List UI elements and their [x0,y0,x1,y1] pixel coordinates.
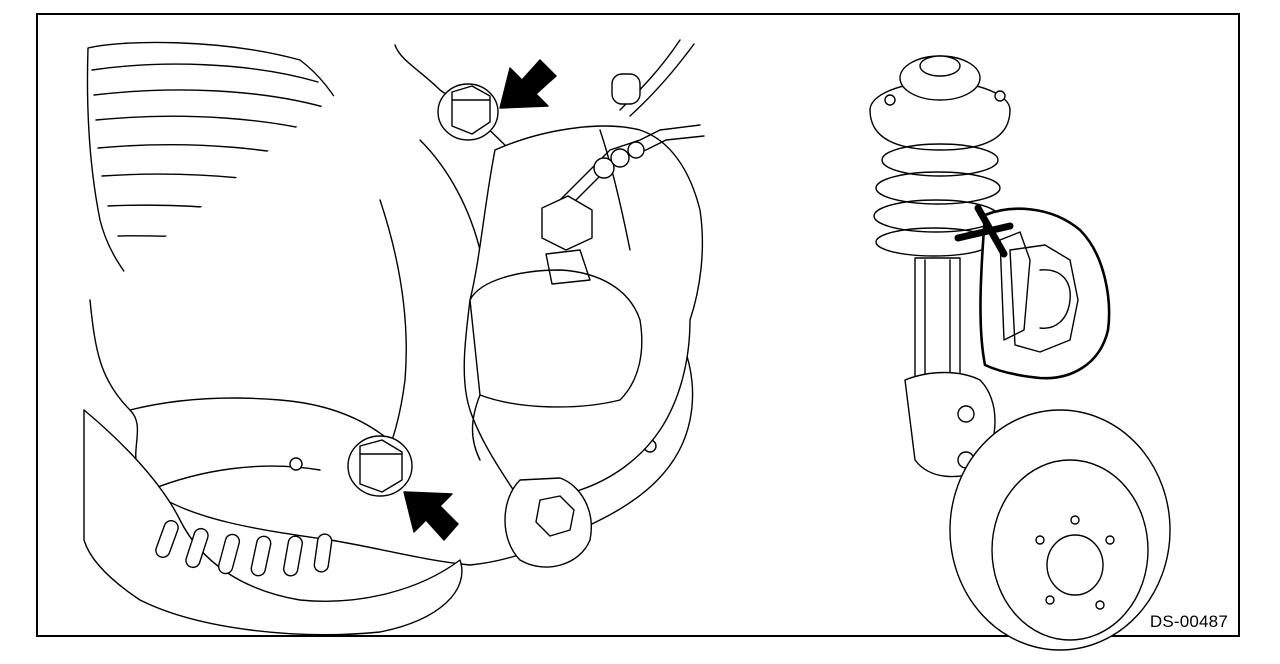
coil-spring [874,144,1000,256]
brake-caliper [464,40,704,567]
caliper-bolt-lower [348,436,412,496]
strut-knuckle [905,373,995,477]
strut-assembly-view [870,56,1170,650]
caliper-bolt-upper [438,84,498,140]
dust-shield [84,410,462,635]
filled-arrow-icon [404,492,458,540]
figure-reference-code: DS-00487 [1149,612,1228,631]
figure-border [37,14,1239,636]
caliper-detail-view [84,40,704,635]
strut-brake-caliper [980,209,1109,378]
filled-arrow-icon [500,60,556,108]
brake-disc [950,410,1170,650]
strut-top-mount [870,56,1010,150]
x-mark-icon [958,208,1010,254]
